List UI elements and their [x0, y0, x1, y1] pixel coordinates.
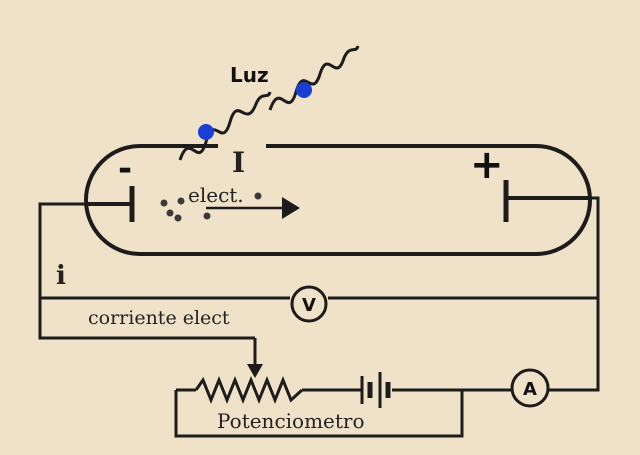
potentiometer-label: Potenciometro — [217, 409, 365, 433]
potentiometer-wiper-arrow — [247, 364, 263, 378]
electron-dot — [174, 214, 182, 222]
electron-dot — [166, 209, 174, 217]
electrons-label: elect. — [188, 183, 244, 207]
potentiometer-resistor — [194, 375, 304, 405]
photocurrent-label: I — [232, 146, 245, 179]
electron-dot — [203, 212, 211, 220]
circuit-wires — [38, 196, 600, 438]
electron-flow-arrow-head — [282, 197, 300, 219]
vacuum-tube-outline — [84, 144, 592, 256]
battery-symbol — [360, 372, 391, 408]
photon-wave-left — [178, 91, 272, 161]
plus-sign: + — [470, 142, 504, 188]
electron-cloud — [160, 192, 262, 222]
photon-dot-left — [198, 124, 214, 140]
electron-dot — [254, 192, 262, 200]
tube-window — [218, 140, 266, 152]
photon-dot-right — [296, 82, 312, 98]
photon-wave-right — [268, 45, 360, 111]
electron-dot — [160, 199, 168, 207]
electric-current-label: corriente elect — [88, 307, 230, 329]
light-label: Luz — [230, 63, 269, 87]
ammeter-circle — [510, 368, 550, 408]
ammeter-label: A — [523, 379, 537, 400]
minus-sign: - — [118, 149, 132, 189]
circuit-current-label: i — [56, 261, 66, 291]
voltmeter-label: V — [302, 295, 316, 316]
electron-dot — [177, 197, 185, 205]
voltmeter-circle — [290, 285, 328, 323]
